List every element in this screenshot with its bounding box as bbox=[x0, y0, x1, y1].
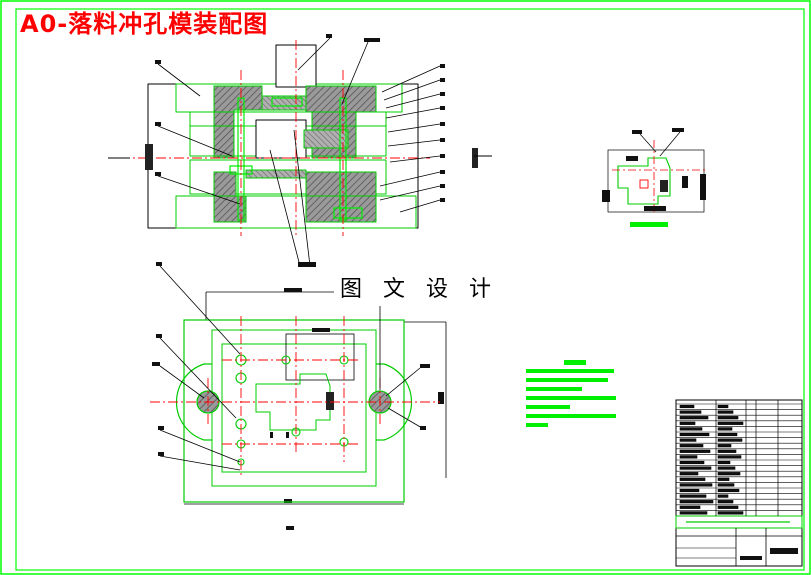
screw-bottom bbox=[333, 207, 363, 219]
bom-row-text bbox=[679, 432, 710, 437]
die-block bbox=[189, 159, 387, 195]
die-base-plate bbox=[183, 319, 405, 503]
bom-row-text bbox=[679, 505, 701, 509]
title-block bbox=[675, 399, 803, 567]
bom-row-text bbox=[679, 472, 699, 476]
bom-row-text bbox=[679, 416, 709, 420]
bom-row-text bbox=[717, 483, 735, 487]
bom-row-text bbox=[717, 444, 732, 448]
watermark-text: 图 文 设 计 bbox=[334, 271, 504, 303]
bom-row-text bbox=[717, 427, 733, 431]
top-plate-core bbox=[221, 343, 367, 473]
bom-row-text bbox=[717, 410, 734, 414]
bom-row-text bbox=[717, 416, 739, 420]
drawing-title: A0-落料冲孔模装配图 bbox=[20, 10, 269, 38]
bom-row-text bbox=[717, 421, 744, 425]
bom-row-text bbox=[679, 438, 697, 442]
bom-row-text bbox=[679, 444, 704, 448]
technical-notes bbox=[526, 360, 616, 427]
bom-row-text bbox=[717, 449, 737, 453]
bom-row-text bbox=[717, 460, 731, 465]
bom-row-text bbox=[679, 488, 700, 493]
bom-row-text bbox=[679, 494, 707, 498]
bom-row-text bbox=[679, 500, 714, 504]
bom-row-text bbox=[717, 505, 739, 509]
bom-row-text bbox=[717, 511, 744, 515]
part-detail-view bbox=[602, 128, 706, 227]
bom-row-text bbox=[679, 483, 713, 487]
top-plan-view bbox=[150, 262, 447, 530]
bom-row-text bbox=[679, 511, 708, 515]
bom-row-text bbox=[717, 494, 729, 498]
section-mark-right bbox=[472, 148, 478, 168]
bom-row-text bbox=[717, 432, 738, 437]
lower-section-right bbox=[305, 171, 377, 223]
bom-row-text bbox=[717, 472, 741, 476]
part-profile bbox=[617, 157, 671, 205]
bom-row-text bbox=[679, 449, 711, 453]
top-plate-window bbox=[285, 333, 355, 381]
bom-row-text bbox=[717, 438, 743, 442]
bom-row-text bbox=[717, 455, 742, 459]
bom-row-text bbox=[679, 455, 698, 459]
bom-row-text bbox=[717, 466, 736, 470]
pilot-block bbox=[326, 392, 334, 410]
bom-row-text bbox=[717, 500, 734, 504]
top-plate-inner bbox=[211, 329, 377, 487]
punch-insert bbox=[303, 129, 349, 149]
front-section-view bbox=[108, 34, 492, 267]
bom-row-text bbox=[679, 410, 702, 414]
bom-row-text bbox=[679, 421, 696, 425]
section-mark-left bbox=[145, 144, 153, 170]
bom-row-text bbox=[679, 477, 706, 481]
workpiece-outline bbox=[255, 373, 331, 431]
bom-row-text bbox=[679, 427, 703, 431]
detail-scale-bar bbox=[630, 222, 668, 227]
bom-row-text bbox=[717, 488, 740, 493]
screw-top bbox=[271, 97, 303, 107]
bom-row-text bbox=[717, 404, 729, 409]
bom-row-text bbox=[679, 460, 705, 465]
punch-body bbox=[255, 119, 307, 159]
bom-row-text bbox=[717, 477, 730, 481]
inner-frame bbox=[15, 8, 805, 571]
bom-row-text bbox=[679, 466, 712, 470]
bom-row-text bbox=[679, 404, 695, 409]
